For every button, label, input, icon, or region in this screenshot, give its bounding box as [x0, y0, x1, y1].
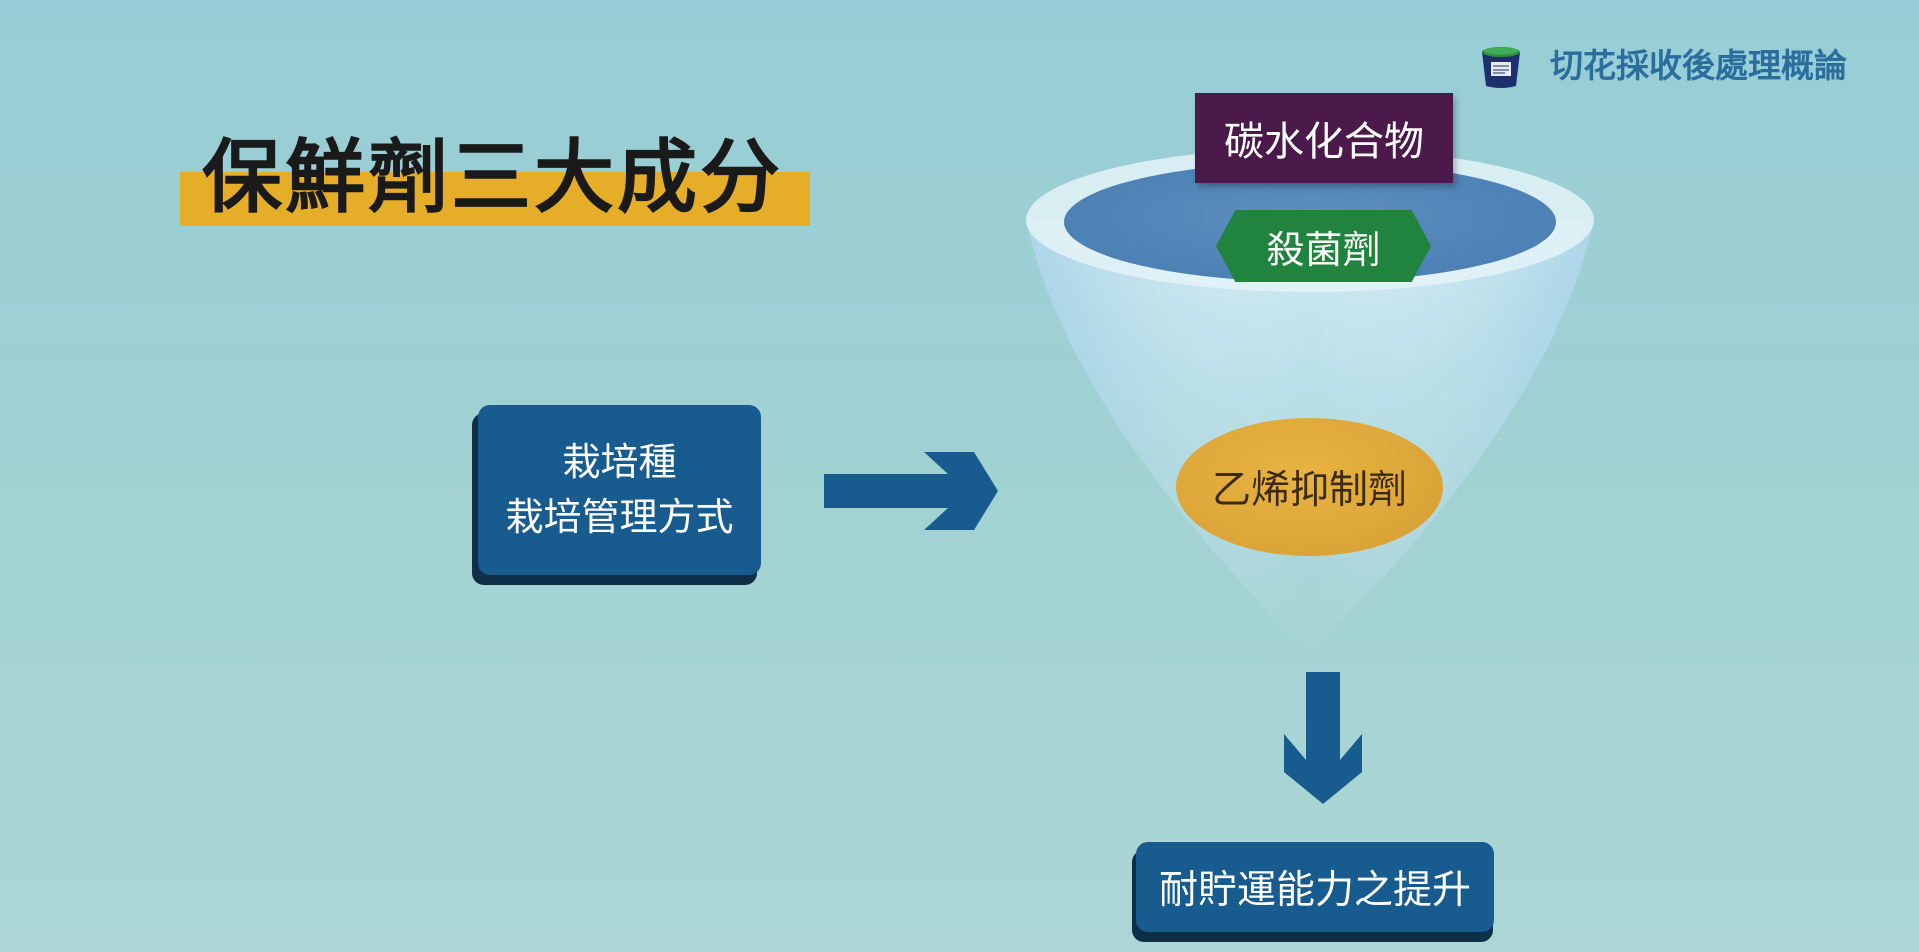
ethylene-inhibitor-label: 乙烯抑制劑: [1176, 418, 1443, 556]
funnel-shape: [1026, 148, 1594, 650]
input-line-cultivar: 栽培種: [562, 440, 677, 484]
course-title: 切花採收後處理概論: [1550, 46, 1847, 85]
output-result-box: 耐貯運能力之提升: [1136, 842, 1494, 932]
input-factors-box: 栽培種 栽培管理方式: [478, 405, 761, 575]
arrow-down-icon: [1284, 672, 1362, 804]
arrow-right-icon: [824, 452, 998, 530]
slide-title: 保鮮劑三大成分: [202, 131, 783, 224]
carbohydrate-label: 碳水化合物: [1195, 93, 1453, 183]
input-line-management: 栽培管理方式: [505, 495, 734, 539]
bucket-logo-icon: [1482, 47, 1520, 88]
fungicide-label: 殺菌劑: [1216, 210, 1431, 282]
title-highlight-bar: [180, 172, 810, 226]
